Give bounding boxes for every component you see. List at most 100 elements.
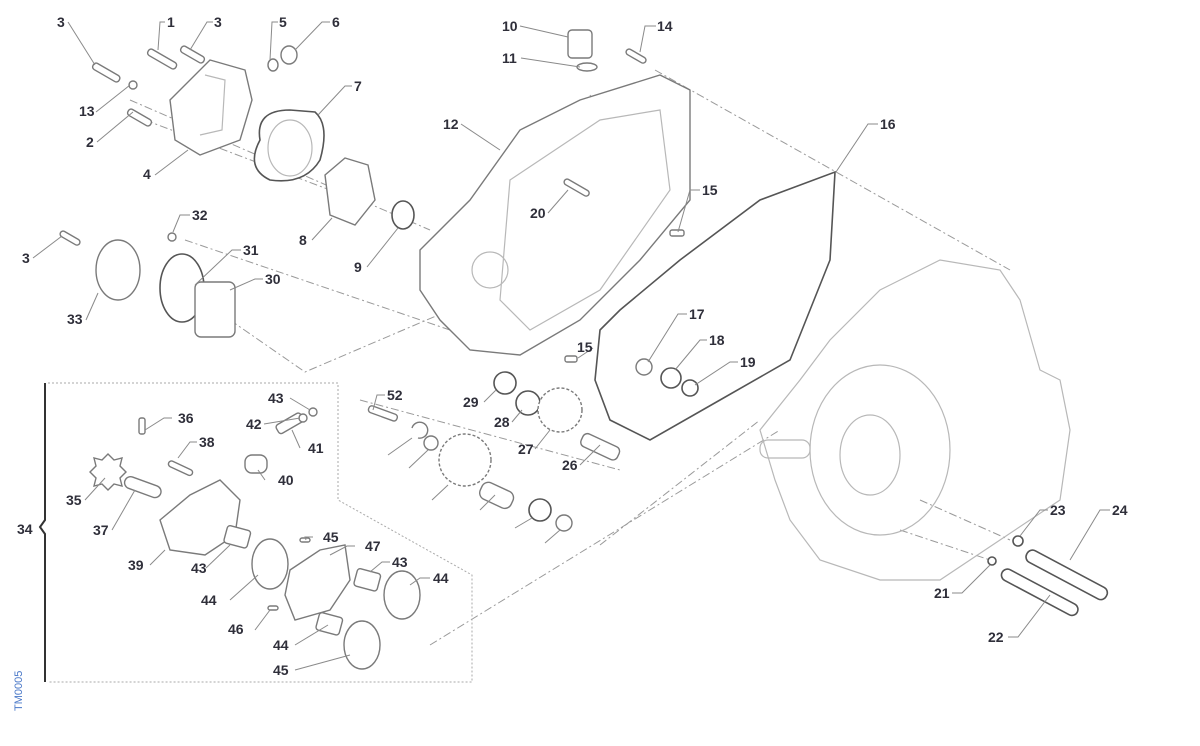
pin-45a bbox=[299, 537, 311, 543]
callout-31: 32 bbox=[192, 207, 208, 223]
callout-21: 21 bbox=[934, 585, 950, 601]
pin-45b bbox=[267, 605, 279, 611]
callout-18: 18 bbox=[709, 332, 725, 348]
bolt-37 bbox=[167, 460, 194, 477]
oil-pump-group bbox=[38, 382, 473, 683]
rotor-44c bbox=[343, 620, 381, 670]
washer-49b bbox=[555, 514, 573, 532]
water-pump-cover bbox=[169, 59, 253, 156]
oil-filter-29 bbox=[194, 281, 236, 338]
washer-13 bbox=[128, 80, 138, 90]
callout-10: 10 bbox=[502, 18, 518, 34]
callout-44: 44 bbox=[201, 592, 217, 608]
bearing-28 bbox=[493, 371, 517, 395]
callout-47: 52 bbox=[387, 387, 403, 403]
callout-2: 2 bbox=[86, 134, 94, 150]
callout-14: 14 bbox=[657, 18, 673, 34]
callout-15: 15 bbox=[577, 339, 593, 355]
callout-38: 39 bbox=[128, 557, 144, 573]
plug-10 bbox=[567, 29, 593, 59]
gasket-16 bbox=[594, 170, 836, 441]
callout-22: 22 bbox=[988, 629, 1004, 645]
shaft-25 bbox=[580, 432, 621, 461]
callout-23: 23 bbox=[1050, 502, 1066, 518]
callout-24: 24 bbox=[1112, 502, 1128, 518]
callout-44: 44 bbox=[433, 570, 449, 586]
callout-3: 3 bbox=[57, 14, 65, 30]
ring-41 bbox=[298, 413, 308, 423]
rotor-43b bbox=[353, 567, 382, 592]
callout-13: 13 bbox=[79, 103, 95, 119]
group-brace bbox=[38, 383, 46, 682]
bolt-1 bbox=[146, 48, 178, 70]
callout-36: 37 bbox=[93, 522, 109, 538]
callout-42: 43 bbox=[268, 390, 284, 406]
callout-43: 43 bbox=[392, 554, 408, 570]
callout-17: 17 bbox=[689, 306, 705, 322]
callout-6: 6 bbox=[332, 14, 340, 30]
callout-28: 29 bbox=[463, 394, 479, 410]
callout-19: 19 bbox=[740, 354, 756, 370]
plate-46 bbox=[284, 544, 351, 621]
seal-9 bbox=[391, 200, 415, 230]
callout-3: 3 bbox=[214, 14, 222, 30]
ring-31 bbox=[167, 232, 177, 242]
callout-27: 28 bbox=[494, 414, 510, 430]
bolt-2 bbox=[126, 108, 153, 127]
callout-43: 44 bbox=[273, 637, 289, 653]
callout-9: 9 bbox=[354, 259, 362, 275]
bolt-20 bbox=[563, 178, 590, 197]
callout-7: 7 bbox=[354, 78, 362, 94]
callout-5: 5 bbox=[279, 14, 287, 30]
callout-44: 45 bbox=[273, 662, 289, 678]
o-ring-21 bbox=[987, 556, 997, 566]
bolt-3a bbox=[91, 62, 121, 83]
callout-32: 33 bbox=[67, 311, 83, 327]
pump-body-38 bbox=[159, 479, 241, 556]
callout-41: 42 bbox=[246, 416, 262, 432]
bearing-27 bbox=[515, 390, 541, 416]
gear-50 bbox=[438, 433, 492, 487]
callout-15: 15 bbox=[702, 182, 718, 198]
impeller-8 bbox=[324, 157, 376, 226]
bushing-51 bbox=[478, 481, 515, 510]
rotor-43a bbox=[223, 524, 252, 549]
crankcase bbox=[759, 259, 1071, 581]
washer-49a bbox=[423, 435, 439, 451]
strainer-22 bbox=[1000, 568, 1079, 617]
callout-45: 45 bbox=[323, 529, 339, 545]
o-ring-5 bbox=[267, 58, 279, 72]
pin-35 bbox=[138, 417, 146, 435]
o-ring-23 bbox=[1012, 535, 1024, 547]
dowel-15b bbox=[564, 355, 578, 363]
clutch-cover-12 bbox=[419, 74, 691, 356]
callout-4: 4 bbox=[143, 166, 151, 182]
callout-3: 3 bbox=[22, 250, 30, 266]
rotor-44a bbox=[251, 538, 289, 590]
callout-1: 1 bbox=[167, 14, 175, 30]
callout-8: 8 bbox=[299, 232, 307, 248]
callout-labels: 3 1 3 5 6 7 13 2 4 8 9 10 11 12 14 16 15… bbox=[17, 14, 1128, 678]
callout-25: 26 bbox=[562, 457, 578, 473]
bolt-3b bbox=[179, 45, 206, 64]
bolt-3c bbox=[59, 230, 81, 246]
ring-19 bbox=[681, 379, 699, 397]
drawing-code: TM0005 bbox=[13, 670, 25, 711]
callout-40: 41 bbox=[308, 440, 324, 456]
parts bbox=[59, 29, 1109, 670]
ring-42 bbox=[308, 407, 318, 417]
dowel-15a bbox=[669, 229, 685, 237]
callout-34: 35 bbox=[66, 492, 82, 508]
callout-37: 38 bbox=[199, 434, 215, 450]
bolt-47 bbox=[367, 405, 399, 422]
callout-16: 16 bbox=[880, 116, 896, 132]
bolt-14 bbox=[625, 48, 647, 64]
callout-43: 43 bbox=[191, 560, 207, 576]
clip-48 bbox=[411, 421, 429, 439]
shaft-36 bbox=[123, 475, 162, 499]
bearing-52 bbox=[528, 498, 552, 522]
gear-34 bbox=[89, 453, 127, 491]
callout-12: 12 bbox=[443, 116, 459, 132]
callout-11: 11 bbox=[502, 50, 517, 66]
callout-46: 47 bbox=[365, 538, 381, 554]
